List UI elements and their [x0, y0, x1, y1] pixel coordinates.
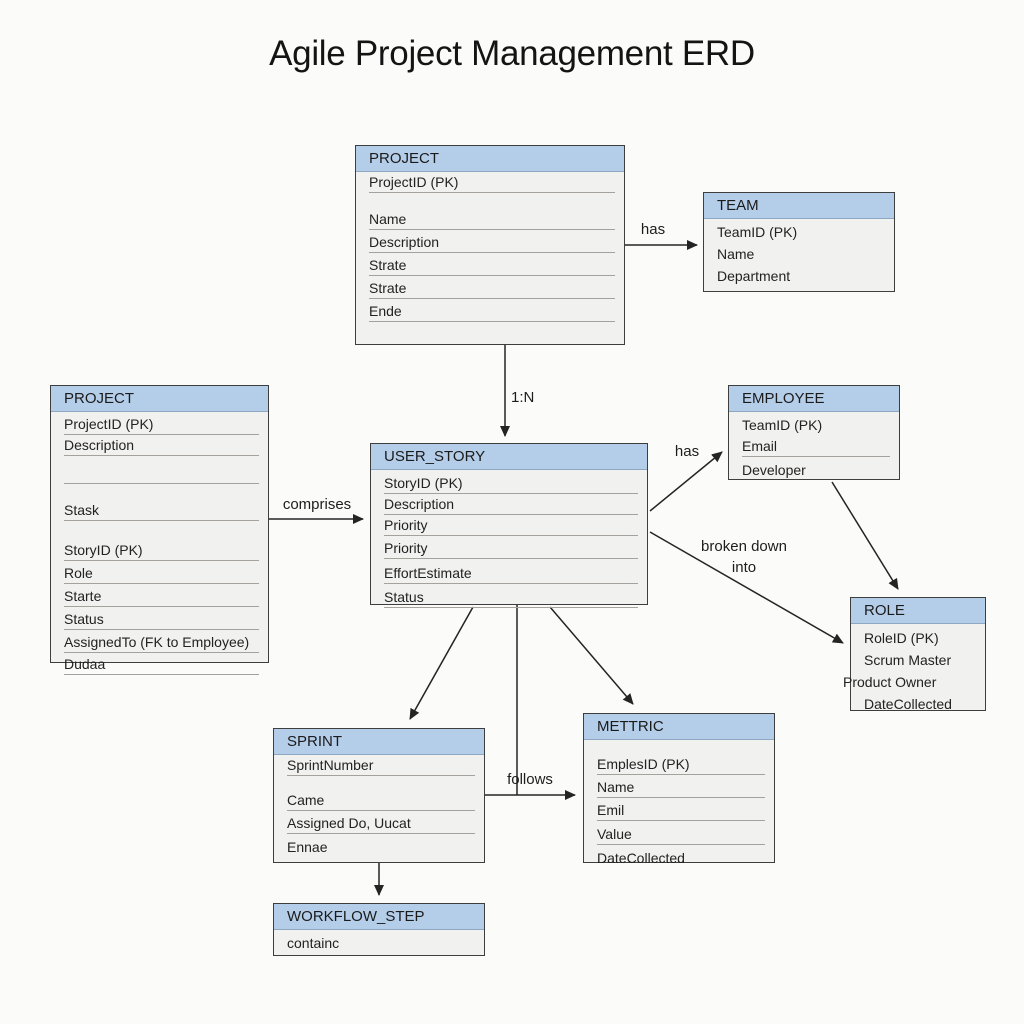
- field-description: Description: [64, 435, 259, 456]
- field-value: Value: [597, 821, 765, 845]
- connector-userstory-employee: [649, 451, 723, 512]
- entity-team: TEAM TeamID (PK) Name Department: [703, 192, 895, 292]
- field-status: Status: [384, 584, 638, 608]
- relationship-label-comprises: comprises: [282, 496, 352, 513]
- entity-role-header: ROLE: [851, 598, 985, 624]
- entity-workflow-step-header: WORKFLOW_STEP: [274, 904, 484, 930]
- connector-userstory-metric: [549, 606, 634, 705]
- field-name: Name: [717, 246, 755, 262]
- field-scrum-master: Scrum Master: [864, 652, 952, 668]
- entity-title: TEAM: [717, 197, 759, 214]
- entity-employee: EMPLOYEE TeamID (PK) Email Developer: [728, 385, 900, 480]
- field-strate-2: Strate: [369, 276, 615, 299]
- entity-title: SPRINT: [287, 733, 343, 750]
- field-blank: [64, 456, 259, 484]
- field-teamid: TeamID (PK): [742, 417, 823, 433]
- entity-role: ROLE RoleID (PK) Scrum Master Product Ow…: [843, 597, 986, 712]
- field-emil: Emil: [597, 798, 765, 821]
- entity-title: USER_STORY: [384, 448, 486, 465]
- field-product-owner: Product Owner: [843, 674, 937, 690]
- field-gap: [356, 193, 624, 207]
- field-teamid: TeamID (PK): [717, 224, 798, 240]
- entity-metric-header: METTRIC: [584, 714, 774, 740]
- field-ende: Ende: [369, 299, 615, 322]
- entity-sprint: SPRINT SprintNumber Came Assigned Do, Uu…: [273, 728, 485, 863]
- field-email: Email: [742, 435, 890, 457]
- field-stask: Stask: [64, 484, 259, 521]
- connector-employee-role: [831, 481, 899, 590]
- field-strate-1: Strate: [369, 253, 615, 276]
- diagram-title: Agile Project Management ERD: [269, 34, 755, 73]
- relationship-label-broken-down: broken down: [701, 538, 787, 555]
- field-containc: containc: [287, 935, 340, 951]
- field-description: Description: [384, 494, 638, 515]
- connector-userstory-sprint: [409, 606, 474, 720]
- entity-project-top: PROJECT ProjectID (PK) Name Description …: [355, 145, 625, 345]
- field-name: Name: [369, 207, 615, 230]
- entity-title: WORKFLOW_STEP: [287, 908, 425, 925]
- field-roleid: RoleID (PK): [864, 630, 939, 646]
- relationship-label-1n: 1:N: [511, 389, 535, 406]
- field-department: Department: [717, 268, 791, 284]
- entity-project-top-header: PROJECT: [356, 146, 624, 172]
- entity-title: METTRIC: [597, 718, 664, 735]
- field-ennae: Ennae: [287, 839, 328, 855]
- entity-metric: METTRIC EmplesID (PK) Name Emil Value Da…: [583, 713, 775, 866]
- relationship-label-has-team: has: [640, 221, 666, 238]
- field-priority-2: Priority: [384, 536, 638, 559]
- field-storyid: StoryID (PK): [64, 521, 259, 561]
- entity-title: PROJECT: [64, 390, 135, 407]
- entity-sprint-header: SPRINT: [274, 729, 484, 755]
- field-effortestimate: EffortEstimate: [384, 559, 638, 584]
- entity-title: PROJECT: [369, 150, 440, 167]
- relationship-label-follows: follows: [507, 771, 553, 788]
- field-description: Description: [369, 230, 615, 253]
- relationship-label-into: into: [731, 559, 757, 576]
- field-role: Role: [64, 561, 259, 584]
- field-storyid: StoryID (PK): [384, 470, 638, 494]
- field-projectid: ProjectID (PK): [64, 412, 259, 435]
- entity-workflow-step: WORKFLOW_STEP containc: [273, 903, 485, 956]
- field-came: Came: [287, 789, 475, 811]
- field-starte: Starte: [64, 584, 259, 607]
- field-priority-1: Priority: [384, 515, 638, 536]
- field-name: Name: [597, 775, 765, 798]
- entity-user-story: USER_STORY StoryID (PK) Description Prio…: [370, 443, 648, 608]
- entity-employee-header: EMPLOYEE: [729, 386, 899, 412]
- field-projectid: ProjectID (PK): [369, 172, 615, 193]
- field-developer: Developer: [742, 462, 806, 478]
- entity-title: ROLE: [864, 602, 905, 619]
- field-dudaa: Dudaa: [64, 653, 259, 675]
- field-datecollected: DateCollected: [864, 696, 952, 712]
- entity-title: EMPLOYEE: [742, 390, 825, 407]
- relationship-label-has-employee: has: [674, 443, 700, 460]
- entity-team-header: TEAM: [704, 193, 894, 219]
- field-assignedto: AssignedTo (FK to Employee): [64, 630, 259, 653]
- entity-user-story-header: USER_STORY: [371, 444, 647, 470]
- field-datecollected: DateCollected: [597, 850, 685, 866]
- entity-project-left-header: PROJECT: [51, 386, 268, 412]
- field-emplesid: EmplesID (PK): [597, 751, 765, 775]
- field-sprintnumber: SprintNumber: [287, 755, 475, 776]
- field-gap: [584, 740, 774, 751]
- field-assigned: Assigned Do, Uucat: [287, 811, 475, 834]
- field-gap: [274, 776, 484, 789]
- field-status: Status: [64, 607, 259, 630]
- entity-project-left: PROJECT ProjectID (PK) Description Stask…: [50, 385, 269, 675]
